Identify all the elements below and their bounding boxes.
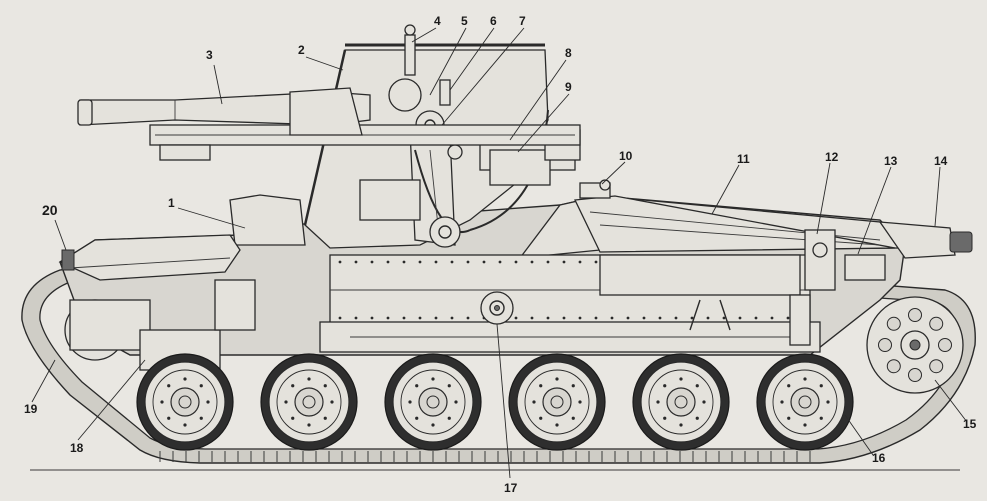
leader-13	[857, 166, 892, 255]
leader-7	[441, 27, 525, 126]
callout-14: 14	[934, 154, 948, 168]
road-wheel	[508, 353, 606, 451]
leader-9	[517, 93, 570, 153]
callout-11: 11	[737, 152, 750, 166]
callout-15: 15	[963, 417, 977, 431]
leader-1	[177, 207, 246, 229]
leader-2	[305, 56, 344, 71]
leader-10	[601, 161, 626, 185]
leader-11	[711, 164, 740, 215]
callout-5: 5	[461, 14, 468, 28]
leader-4	[411, 27, 437, 43]
callout-2: 2	[298, 43, 305, 57]
callout-17: 17	[504, 481, 518, 495]
callout-4: 4	[434, 14, 441, 28]
idler-wheel	[866, 296, 964, 394]
rear-hull-frame	[58, 234, 241, 281]
road-wheel	[260, 353, 358, 451]
road-wheel	[756, 353, 854, 451]
callout-7: 7	[519, 14, 526, 28]
leader-12	[816, 162, 831, 235]
leader-5	[429, 27, 467, 96]
callout-13: 13	[884, 154, 898, 168]
gun-barrel	[77, 87, 581, 161]
callout-3: 3	[206, 48, 213, 62]
callout-18: 18	[70, 441, 84, 455]
leader-lines	[31, 27, 968, 479]
leader-19	[31, 359, 56, 403]
callout-20: 20	[42, 202, 58, 218]
callout-19: 19	[24, 402, 38, 416]
callout-10: 10	[619, 149, 633, 163]
leader-16	[844, 414, 874, 456]
engine-compartment	[574, 179, 973, 346]
leader-3	[213, 64, 223, 105]
road-wheel	[384, 353, 482, 451]
callout-1: 1	[168, 196, 175, 210]
callout-9: 9	[565, 80, 572, 94]
callout-8: 8	[565, 46, 572, 60]
leader-6	[449, 27, 495, 91]
leader-20	[54, 219, 67, 251]
road-wheels	[136, 353, 854, 451]
return-roller	[480, 291, 514, 325]
leader-17	[496, 323, 511, 479]
idler-holes	[878, 308, 952, 382]
callout-12: 12	[825, 150, 839, 164]
leader-8	[509, 59, 567, 141]
callout-16: 16	[872, 451, 886, 465]
callout-labels: 1 2 3 4 5 6 7 8 9 10 11 12 13 14 15 16 1…	[24, 14, 977, 495]
callout-6: 6	[490, 14, 497, 28]
road-wheel	[136, 353, 234, 451]
road-wheel	[632, 353, 730, 451]
leader-14	[934, 166, 941, 227]
leader-18	[77, 359, 146, 441]
leader-15	[934, 379, 968, 423]
